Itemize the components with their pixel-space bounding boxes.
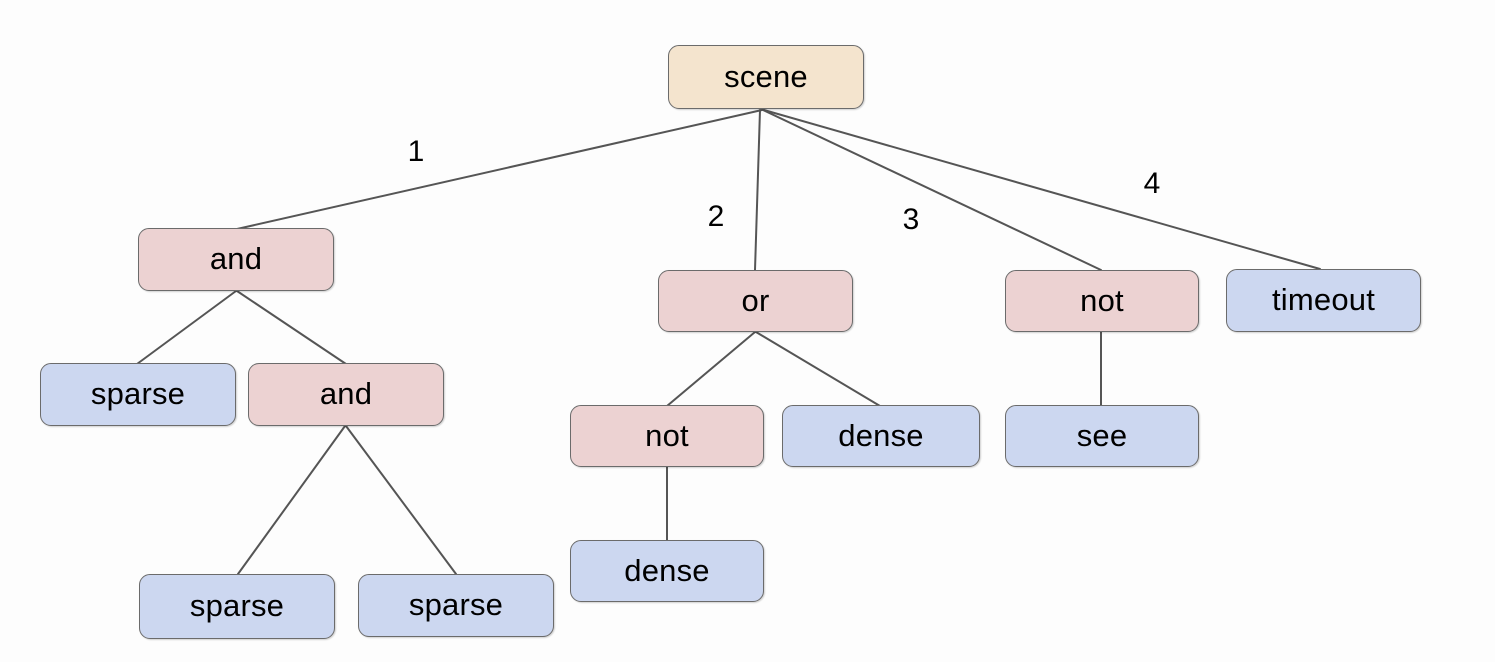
tree-node-sparse1[interactable]: sparse [40,363,236,426]
tree-node-dense2[interactable]: dense [570,540,764,602]
tree-edge [345,425,457,575]
tree-node-and1[interactable]: and [138,228,334,291]
tree-node-see1[interactable]: see [1005,405,1199,467]
tree-node-label: and [209,241,263,276]
edge-label-2: 2 [707,200,725,233]
tree-edge [762,109,1102,271]
tree-node-label: not [1080,282,1124,318]
edge-label-1: 1 [407,135,425,168]
tree-node-label: dense [624,552,710,588]
tree-node-sparse3[interactable]: sparse [358,574,554,637]
tree-edge [763,109,1321,270]
tree-edge [236,109,763,230]
tree-node-label: or [741,282,770,318]
tree-edge [755,331,881,407]
tree-node-sparse2[interactable]: sparse [139,574,335,639]
tree-node-label: timeout [1271,282,1376,317]
tree-node-label: and [319,376,373,411]
tree-node-scene[interactable]: scene [668,45,864,109]
tree-edge [754,109,761,271]
tree-node-or1[interactable]: or [658,270,853,332]
tree-node-label: not [645,417,689,453]
tree-node-label: scene [724,58,808,94]
tree-node-not1[interactable]: not [570,405,764,467]
edge-label-4: 4 [1143,167,1161,200]
tree-node-dense1[interactable]: dense [782,405,980,467]
tree-edge [666,331,756,407]
tree-edge [136,290,237,365]
tree-node-label: sparse [189,588,285,623]
tree-node-and2[interactable]: and [248,363,444,426]
tree-edge [237,425,346,575]
tree-node-label: see [1076,417,1128,453]
tree-node-not2[interactable]: not [1005,270,1199,332]
edge-label-3: 3 [902,203,920,236]
tree-node-label: sparse [408,587,504,622]
tree-node-label: sparse [90,376,186,411]
tree-node-label: dense [838,417,924,453]
tree-edge [236,290,347,365]
tree-node-timeout1[interactable]: timeout [1226,269,1421,332]
